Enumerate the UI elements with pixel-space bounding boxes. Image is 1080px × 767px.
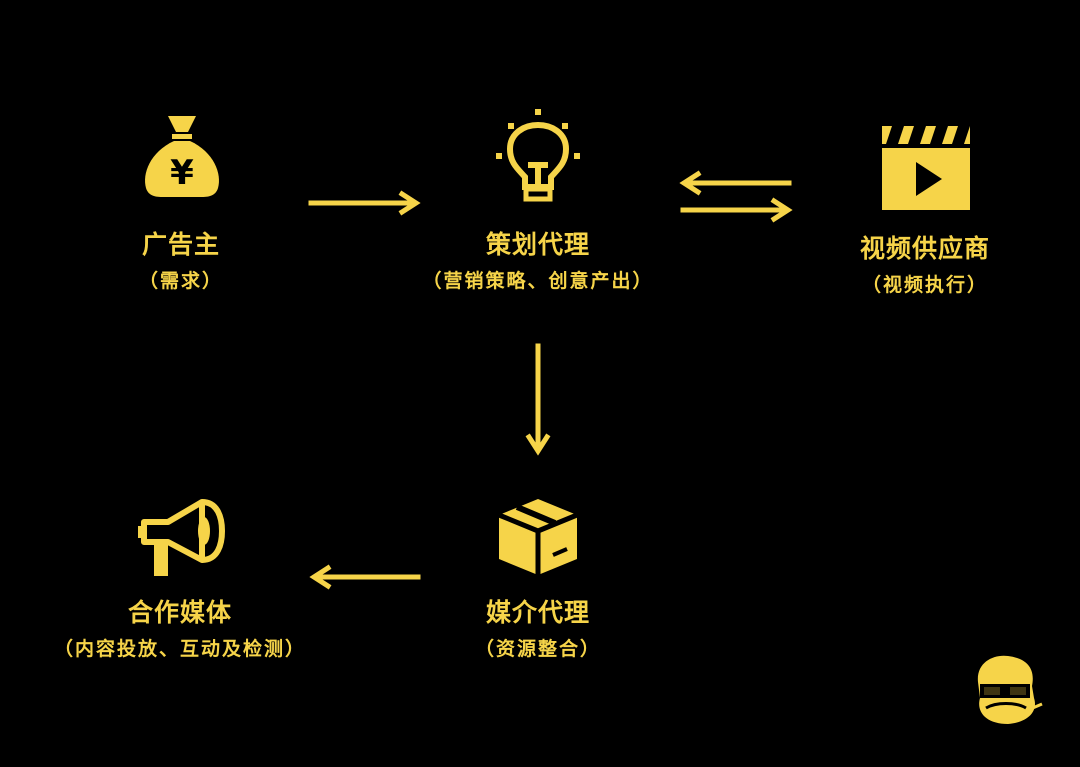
box-icon [495, 493, 581, 579]
node-title: 媒介代理 [485, 598, 590, 627]
yen-symbol: ¥ [170, 153, 194, 193]
node-subtitle: （内容投放、互动及检测） [53, 638, 306, 660]
money-bag-icon: ¥ [140, 112, 224, 198]
arrow-media-agency-to-partner [309, 564, 421, 590]
node-advertiser: 广告主 （需求） [31, 230, 331, 294]
arrow-planning-to-video [680, 197, 793, 223]
arrow-video-to-planning [679, 170, 792, 196]
megaphone-icon [138, 494, 226, 580]
node-planning-agency: 策划代理 （营销策略、创意产出） [388, 230, 688, 294]
clapperboard-icon [882, 126, 970, 210]
arrow-advertiser-to-planning [308, 190, 421, 216]
node-subtitle: （营销策略、创意产出） [422, 270, 654, 292]
node-video-supplier: 视频供应商 （视频执行） [775, 234, 1075, 298]
lightbulb-icon [488, 105, 588, 205]
node-title: 策划代理 [485, 230, 590, 259]
node-subtitle: （需求） [138, 270, 223, 292]
node-title: 合作媒体 [127, 598, 232, 627]
mascot-logo-icon [968, 652, 1044, 728]
node-title: 广告主 [141, 230, 220, 259]
node-subtitle: （资源整合） [474, 638, 601, 660]
node-media-partner: 合作媒体 （内容投放、互动及检测） [30, 598, 330, 662]
node-subtitle: （视频执行） [861, 274, 988, 296]
node-title: 视频供应商 [859, 234, 990, 263]
node-media-agency: 媒介代理 （资源整合） [388, 598, 688, 662]
arrow-planning-to-media-agency [525, 343, 551, 456]
